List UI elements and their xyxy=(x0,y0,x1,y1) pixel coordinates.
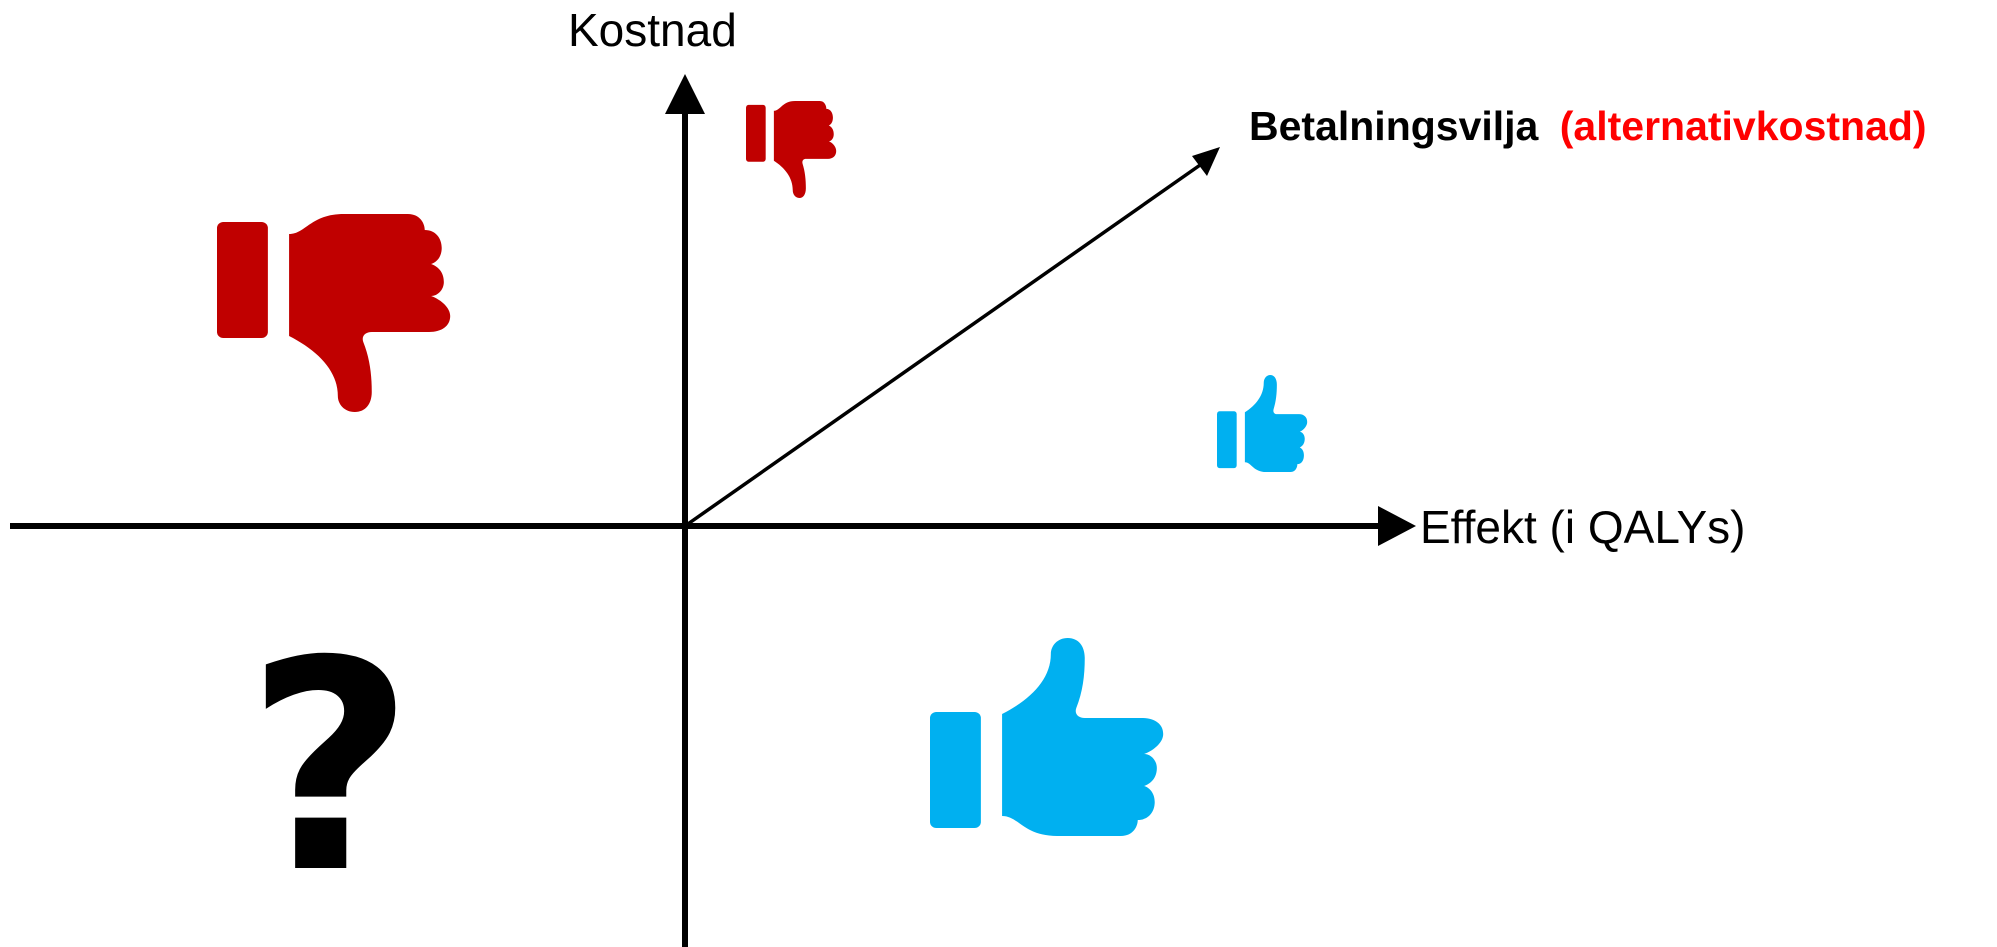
axes xyxy=(10,74,1416,947)
question-mark-icon: ? xyxy=(246,600,414,937)
wtp-label: Betalningsvilja (alternativkostnad) xyxy=(1249,103,1927,149)
thumbs-down-icon-small xyxy=(746,101,837,199)
y-axis-arrowhead xyxy=(665,74,705,114)
y-axis-label: Kostnad xyxy=(568,4,737,56)
wtp-label-paren: (alternativkostnad) xyxy=(1560,103,1927,149)
thumbs-up-icon-large xyxy=(930,638,1164,836)
x-axis-label: Effekt (i QALYs) xyxy=(1420,501,1746,553)
thumbs-up-icon-small xyxy=(1217,374,1308,472)
x-axis-arrowhead xyxy=(1378,506,1416,546)
thumbs-down-icon-large xyxy=(217,214,451,412)
wtp-label-main: Betalningsvilja xyxy=(1249,103,1540,149)
wtp-arrowhead xyxy=(1192,147,1220,176)
wtp-threshold-line xyxy=(683,147,1220,528)
